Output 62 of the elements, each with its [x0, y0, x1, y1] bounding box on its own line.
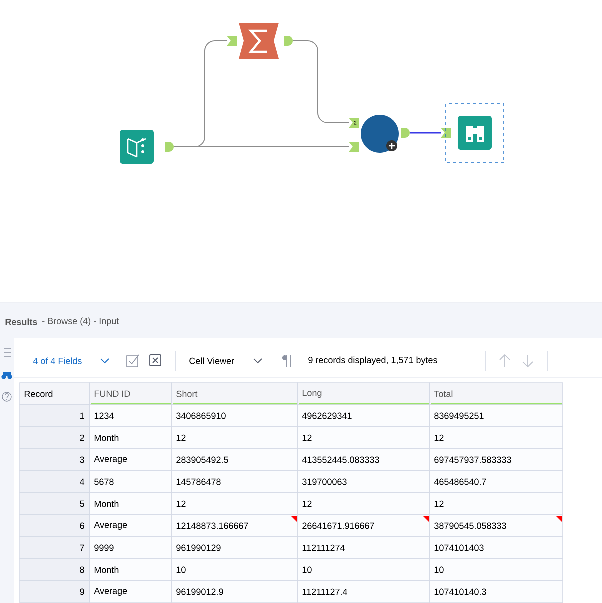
- table-cell: 9999: [90, 536, 172, 560]
- table-cell: 12: [172, 492, 298, 516]
- table-cell: 7: [20, 536, 90, 560]
- table-cell: 12: [430, 426, 564, 450]
- panel-subtitle: - Browse (4) - Input: [42, 318, 120, 326]
- table-cell: 3: [20, 448, 90, 472]
- table-cell: 697457937.583333: [430, 448, 564, 472]
- table-cell: 11211127.4: [298, 580, 430, 603]
- table-cell: 5: [20, 492, 90, 516]
- table-cell: 10: [172, 558, 298, 582]
- table-cell: 8: [20, 558, 90, 582]
- table-cell: 107410140.3: [430, 580, 564, 603]
- union-tool-icon: [349, 115, 410, 153]
- table-cell: 3406865910: [172, 404, 298, 428]
- cell-viewer-dropdown: Cell Viewer: [190, 358, 262, 364]
- table-cell: 6: [20, 514, 90, 538]
- table-cell: Month: [90, 426, 172, 450]
- table-cell: 283905492.5: [172, 448, 298, 472]
- table-cell: 9: [20, 580, 90, 603]
- browse-tool-icon: [441, 116, 492, 150]
- table-cell: 4: [20, 470, 90, 494]
- table-cell: 1074101403: [430, 536, 564, 560]
- table-cell: 12: [172, 426, 298, 450]
- table-cell: 10: [430, 558, 564, 582]
- column-header: Short: [172, 382, 298, 406]
- table-cell: 1234: [90, 404, 172, 428]
- fields-dropdown: 4 of 4 Fields: [33, 358, 110, 364]
- table-cell: 26641671.916667: [298, 514, 430, 538]
- table-cell: 4962629341: [298, 404, 430, 428]
- column-header: FUND ID: [90, 382, 172, 406]
- record-count: 9 records displayed, 1,571 bytes: [308, 356, 438, 366]
- table-cell: 12: [298, 492, 430, 516]
- connection-line: [410, 132, 441, 134]
- table-cell: 413552445.083333: [298, 448, 430, 472]
- summarize-tool-icon: [227, 23, 293, 59]
- table-cell: 319700063: [298, 470, 430, 494]
- connection-line: [174, 146, 350, 148]
- table-cell: 12: [430, 492, 564, 516]
- table-cell: 5678: [90, 470, 172, 494]
- table-cell: 1: [20, 404, 90, 428]
- table-cell: 112111274: [298, 536, 430, 560]
- table-cell: 12148873.166667: [172, 514, 298, 538]
- column-header: Total: [430, 382, 564, 406]
- table-cell: 12: [298, 426, 430, 450]
- table-cell: 961990129: [172, 536, 298, 560]
- table-cell: Average: [90, 448, 172, 472]
- table-cell: 465486540.7: [430, 470, 564, 494]
- input-tool-icon: [120, 130, 174, 164]
- column-header: Long: [298, 382, 430, 406]
- column-header: Record: [20, 382, 90, 406]
- table-cell: Average: [90, 514, 172, 538]
- table-cell: 2: [20, 426, 90, 450]
- connection-line: [292, 40, 350, 124]
- table-cell: 10: [298, 558, 430, 582]
- table-cell: 145786478: [172, 470, 298, 494]
- table-cell: Month: [90, 492, 172, 516]
- panel-title: Results: [6, 318, 38, 326]
- table-cell: 96199012.9: [172, 580, 298, 603]
- table-cell: 8369495251: [430, 404, 564, 428]
- table-cell: Average: [90, 580, 172, 603]
- table-cell: Month: [90, 558, 172, 582]
- table-cell: 38790545.058333: [430, 514, 564, 538]
